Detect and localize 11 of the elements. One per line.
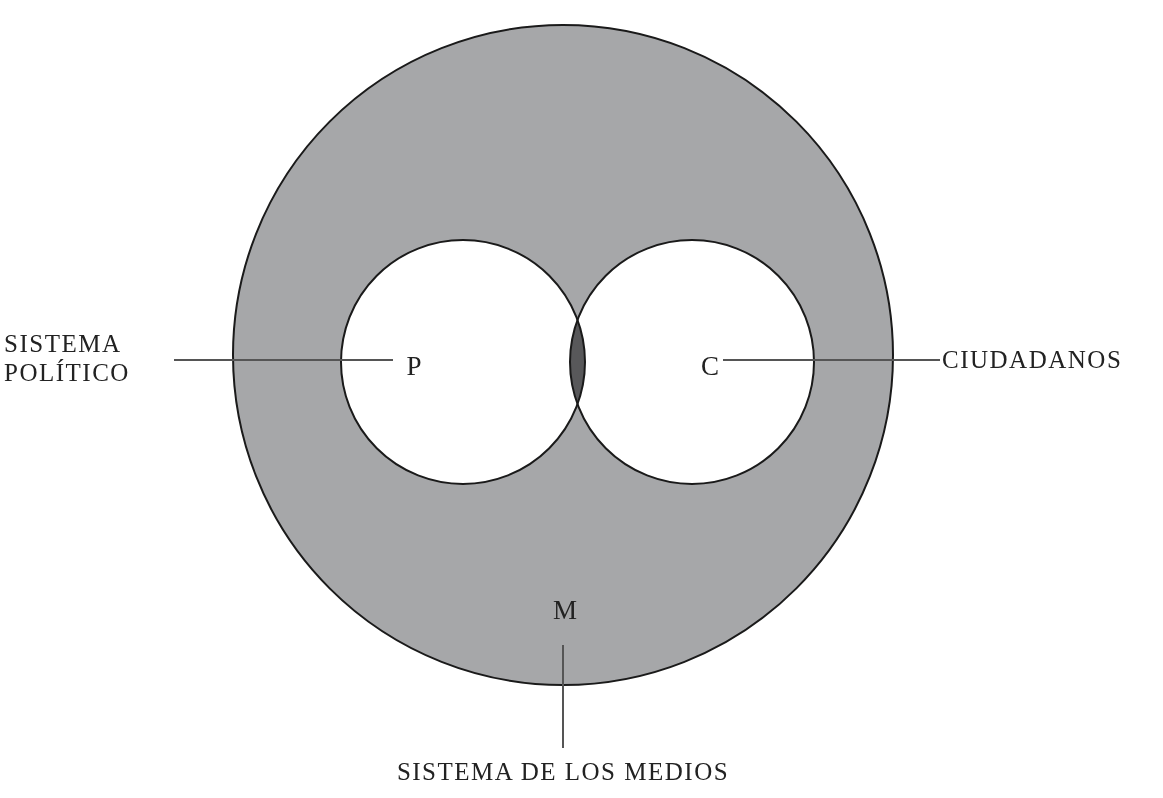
circle-letter: P bbox=[406, 352, 422, 380]
circle-letter: C bbox=[701, 352, 719, 380]
circle-letter: M bbox=[553, 596, 577, 624]
leader-line bbox=[722, 359, 941, 361]
leader-line bbox=[562, 644, 564, 749]
circle bbox=[340, 239, 586, 485]
caption-label: SISTEMA DE LOS MEDIOS bbox=[343, 758, 783, 787]
circle bbox=[569, 239, 815, 485]
caption-label: CIUDADANOS bbox=[942, 346, 1162, 375]
caption-label: SISTEMA POLÍTICO bbox=[4, 330, 172, 388]
leader-line bbox=[173, 359, 394, 361]
